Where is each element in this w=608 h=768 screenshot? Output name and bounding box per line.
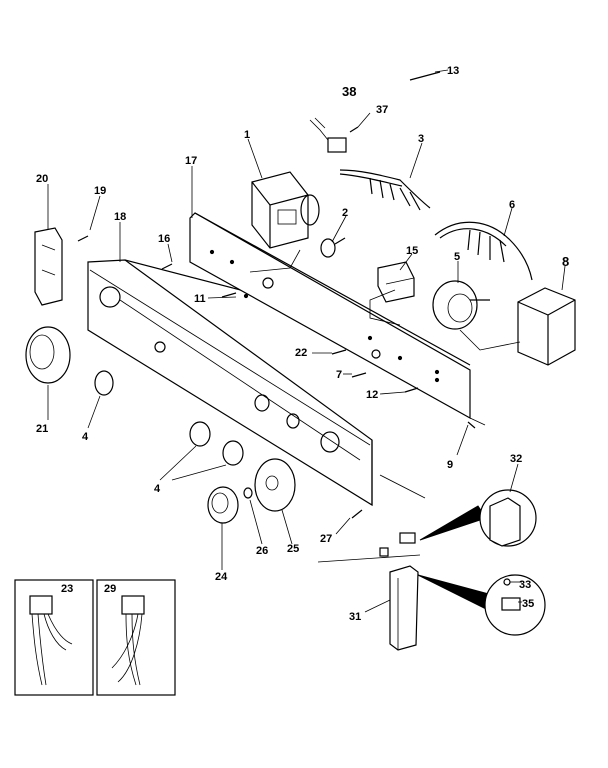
label-part-4-group: 4 <box>154 483 161 495</box>
label-part-22: 22 <box>295 347 307 359</box>
control-panel <box>87 259 396 507</box>
wire-harness-6 <box>434 221 533 281</box>
label-part-17: 17 <box>185 155 197 167</box>
washer-26 <box>243 487 253 499</box>
label-part-20: 20 <box>36 173 48 185</box>
back-panel <box>189 212 471 420</box>
label-part-27: 27 <box>320 533 332 545</box>
label-part-21: 21 <box>36 423 48 435</box>
label-part-26: 26 <box>256 545 268 557</box>
knob-21 <box>25 326 71 384</box>
callout-32 <box>419 489 537 547</box>
timer <box>251 171 320 249</box>
pressure-switch <box>432 280 490 330</box>
label-part-8: 8 <box>562 254 569 269</box>
console-end-31 <box>389 565 419 651</box>
label-part-38: 38 <box>342 84 356 99</box>
screws <box>77 71 476 519</box>
label-part-5: 5 <box>454 251 460 263</box>
label-part-9: 9 <box>447 459 453 471</box>
switch-part-2 <box>320 237 346 258</box>
label-part-35: 35 <box>522 598 534 610</box>
label-part-18: 18 <box>114 211 126 223</box>
switch-15 <box>377 261 415 303</box>
label-part-24: 24 <box>215 571 228 583</box>
control-box-8 <box>517 287 576 366</box>
dial-25 <box>254 458 296 512</box>
label-part-3: 3 <box>418 133 424 145</box>
label-part-31: 31 <box>349 611 361 623</box>
label-part-19: 19 <box>94 185 106 197</box>
inset-box-29 <box>96 579 176 696</box>
callout-33-35 <box>417 574 546 636</box>
label-part-13: 13 <box>447 65 459 77</box>
bracket-20 <box>34 227 63 306</box>
wire-harness-3 <box>339 169 431 211</box>
inset-box-23 <box>14 579 94 696</box>
leader-lines <box>47 69 566 613</box>
label-part-33: 33 <box>519 579 531 591</box>
label-part-16: 16 <box>158 233 170 245</box>
label-part-25: 25 <box>287 543 299 555</box>
label-part-37: 37 <box>376 104 388 116</box>
knob-4-group <box>189 421 244 466</box>
label-part-12: 12 <box>366 389 378 401</box>
assembly-outline <box>317 417 486 563</box>
relay-38 <box>309 117 347 153</box>
label-part-32: 32 <box>510 453 522 465</box>
label-part-29: 29 <box>104 583 116 595</box>
label-part-6: 6 <box>509 199 515 211</box>
label-part-1: 1 <box>244 129 250 141</box>
label-part-23: 23 <box>61 583 73 595</box>
label-part-4: 4 <box>82 431 89 443</box>
knob-4-left <box>94 370 114 396</box>
label-part-15: 15 <box>406 245 418 257</box>
part-labels: 1 2 3 4 4 5 6 7 8 9 11 12 13 15 16 17 18… <box>36 65 569 623</box>
connection-wires <box>249 249 521 351</box>
label-part-2: 2 <box>342 207 348 219</box>
label-part-11: 11 <box>194 293 206 305</box>
label-part-7: 7 <box>336 369 342 381</box>
clip-part <box>379 532 416 557</box>
knob-24 <box>207 486 239 524</box>
